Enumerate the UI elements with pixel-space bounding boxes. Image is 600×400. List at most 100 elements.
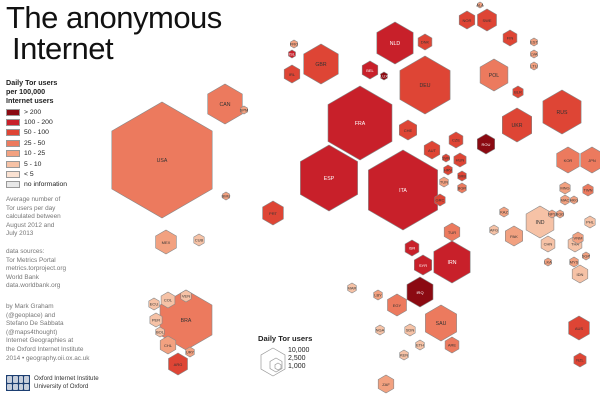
hex-label: IRQ: [416, 290, 423, 295]
hex-esp: [300, 144, 358, 212]
legend-label: > 200: [24, 108, 42, 116]
note-line: Internet Geographies at: [6, 337, 74, 345]
legend-swatch: [6, 181, 20, 189]
hex-mar: [347, 282, 357, 294]
hex-label: IRN: [448, 260, 457, 266]
hex-jpn: [580, 146, 600, 174]
hex-label: AUS: [575, 326, 584, 331]
hex-label: ROU: [482, 142, 491, 147]
hex-label: ARE: [448, 343, 457, 348]
hex-label: ESP: [324, 176, 335, 182]
hex-label: ITA: [399, 188, 407, 194]
hex-label: USA: [157, 158, 168, 164]
hex-aut: [423, 140, 441, 160]
hex-fra: [327, 85, 393, 161]
hex-label: POL: [489, 73, 499, 79]
hex-pak: [504, 225, 524, 247]
hex-label: RUS: [557, 110, 568, 116]
size-value: 2,500: [288, 355, 306, 362]
hex-label: BGR: [458, 186, 467, 191]
hex-label: TWN: [583, 188, 592, 193]
hex-hkg: [570, 195, 578, 205]
hex-bgd: [556, 209, 564, 219]
legend-label: 5 - 10: [24, 160, 42, 168]
hex-label: NZL: [576, 358, 584, 363]
hex-label: IRL: [289, 72, 296, 77]
hex-sdn: [404, 323, 416, 337]
hex-label: COL: [164, 298, 173, 303]
hex-ita: [368, 149, 438, 231]
hex-lux: [380, 71, 388, 81]
hex-label: SGP: [582, 254, 591, 259]
hex-label: TUN: [440, 180, 448, 185]
hex-bel: [361, 60, 379, 80]
hex-label: BMU: [222, 194, 231, 199]
oii-logo: Oxford Internet Institute University of …: [6, 375, 99, 391]
hex-are: [444, 336, 460, 354]
hex-label: URY: [186, 350, 195, 355]
hex-che: [398, 119, 418, 141]
hex-label: LBY: [374, 293, 382, 298]
map-title: The anonymous Internet: [6, 2, 222, 64]
hex-kor: [556, 146, 580, 174]
note-line: World Bank: [6, 273, 39, 281]
hex-ecu: [148, 297, 160, 311]
hex-mys: [569, 256, 579, 268]
hex-bol: [155, 326, 165, 338]
hex-label: ZAF: [382, 382, 390, 387]
hex-label: HKG: [570, 198, 579, 203]
legend-label: 100 - 200: [24, 119, 53, 127]
hex-label: HRV: [444, 168, 453, 173]
hex-label: KEN: [400, 353, 408, 358]
legend-swatch: [6, 171, 20, 179]
hex-isl: [288, 49, 296, 59]
note-line: Tor Metrics Portal: [6, 256, 56, 264]
hex-label: VNM: [574, 236, 583, 241]
hex-per: [149, 312, 163, 328]
hex-npl: [548, 209, 556, 219]
legend-title-line: per 100,000: [6, 87, 46, 96]
hex-zaf: [377, 374, 395, 394]
hex-label: ECU: [150, 302, 159, 307]
size-value: 10,000: [288, 347, 310, 354]
hex-ukr: [501, 107, 533, 143]
legend-title-line: Internet users: [6, 96, 54, 105]
hex-ltu: [530, 61, 538, 71]
hex-label: SRB: [458, 174, 467, 179]
hex-label: AUT: [428, 148, 437, 153]
hex-tur: [443, 222, 461, 242]
legend-title: Daily Tor users per 100,000 Internet use…: [6, 78, 57, 105]
hex-label: KAZ: [500, 210, 508, 215]
logo-line: University of Oxford: [34, 383, 89, 390]
note-line: Tor users per day: [6, 204, 56, 212]
legend-list: > 200 100 - 200 50 - 100 25 - 50 10 - 25…: [6, 107, 67, 190]
hex-label: BEL: [366, 68, 374, 73]
hex-label: FIN: [507, 36, 514, 41]
hex-label: SVN: [442, 156, 450, 161]
hex-label: CHE: [404, 128, 413, 133]
hex-ury: [185, 346, 195, 358]
hex-label: NLD: [390, 41, 401, 47]
hex-label: DNK: [421, 40, 430, 45]
hex-can: [207, 83, 243, 125]
oii-logo-text: Oxford Internet Institute University of …: [34, 375, 99, 391]
legend-item: 100 - 200: [6, 117, 67, 127]
note-line: calculated between: [6, 213, 61, 221]
hex-label: JPN: [588, 158, 596, 163]
hex-label: HUN: [456, 158, 465, 163]
hex-label: CHL: [164, 343, 173, 348]
hex-label: FRO: [290, 42, 298, 47]
legend-swatch: [6, 129, 20, 137]
hex-mac: [560, 194, 570, 206]
size-hex-large: [260, 347, 286, 377]
legend-label: 10 - 25: [24, 150, 46, 158]
hex-label: MEX: [162, 240, 171, 245]
hex-irq: [406, 276, 434, 308]
note-line: (@geoplace) and: [6, 311, 56, 319]
hex-label: LVA: [531, 52, 538, 57]
hex-dnk: [417, 33, 433, 51]
hex-label: SYR: [419, 263, 427, 268]
hex-hrv: [443, 164, 453, 176]
